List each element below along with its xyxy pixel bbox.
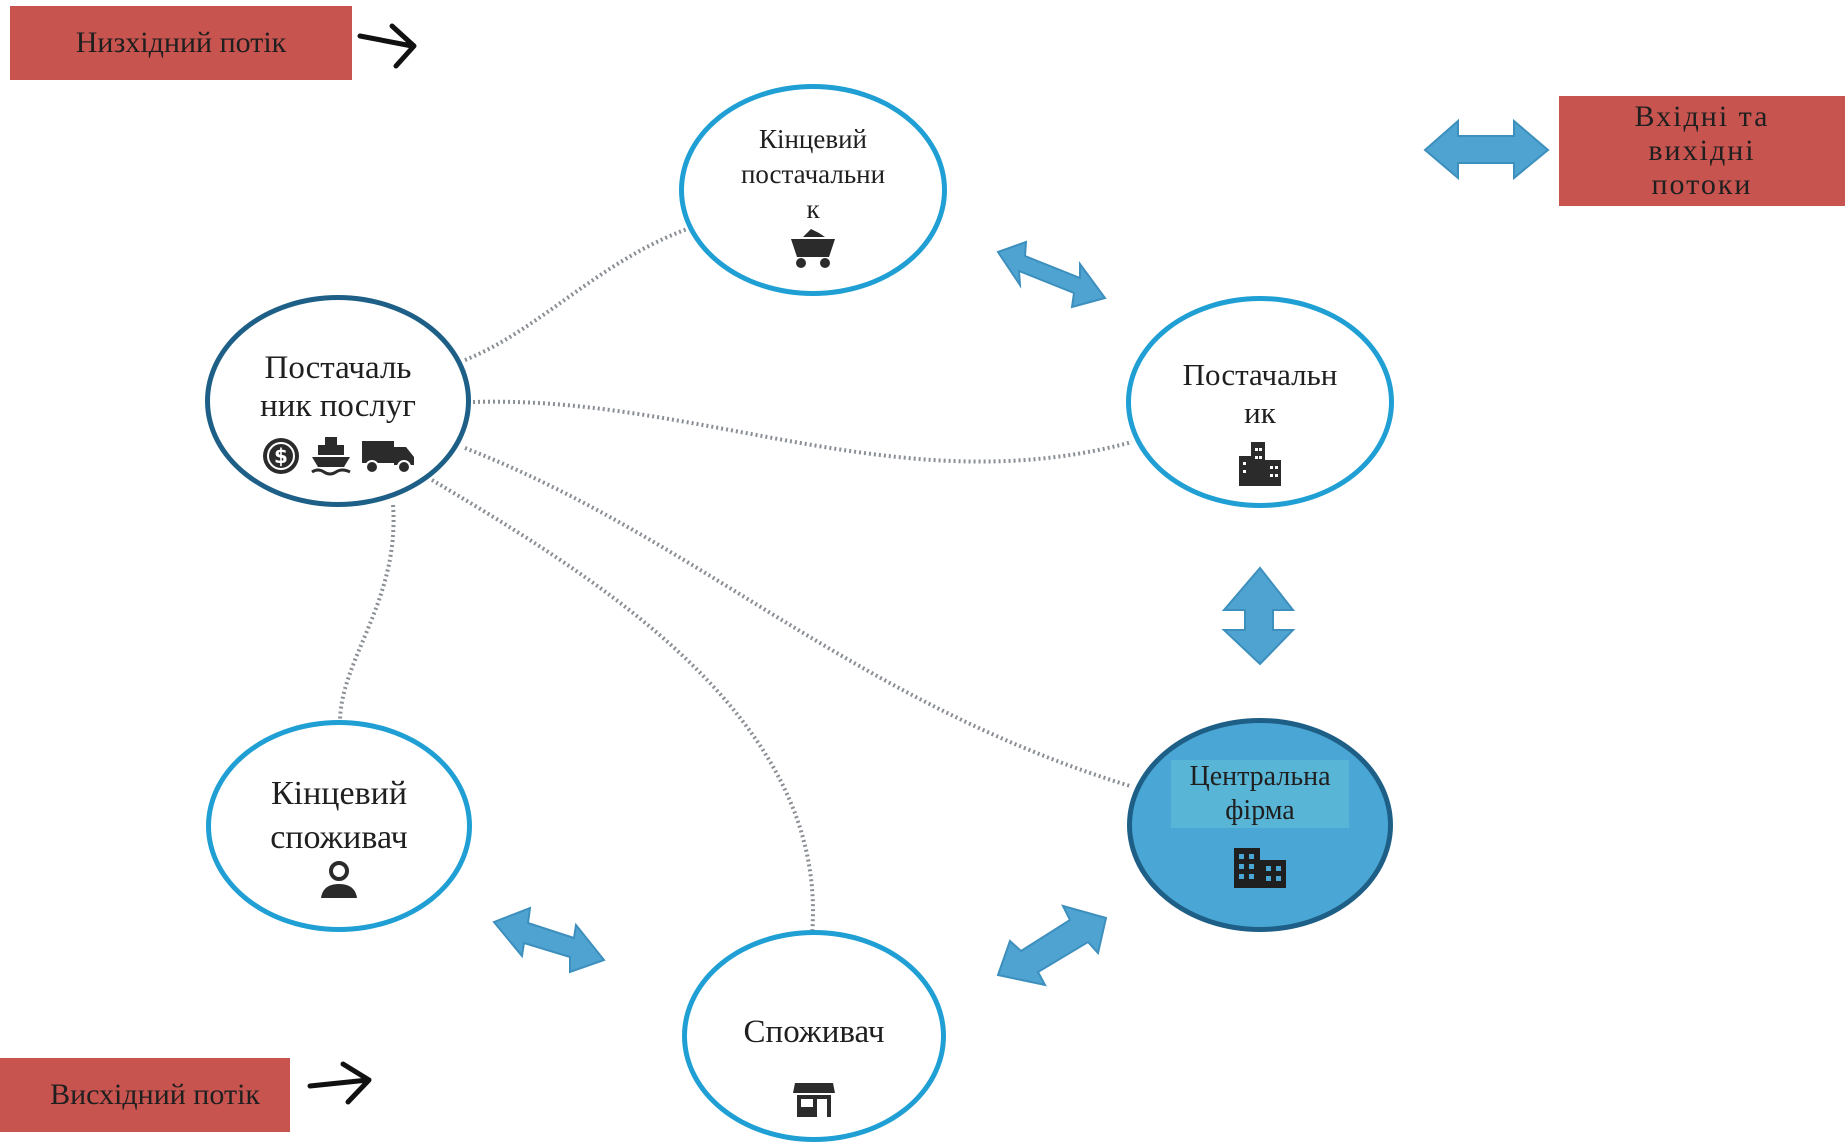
svg-text:$: $ (274, 444, 288, 468)
link-service-provider-end-supplier (464, 226, 691, 362)
buildings-icon (1239, 442, 1281, 486)
mine-cart-icon (791, 228, 835, 268)
link-service-provider-central-firm (464, 446, 1131, 788)
node-end-supplier: Кінцевий постачальни к (679, 84, 947, 296)
link-service-provider-end-consumer (338, 504, 396, 723)
dollar-coin-icon: $ (263, 438, 299, 474)
legend-upstream-flow: Висхідний потік (0, 1058, 290, 1132)
store-icon (793, 1082, 835, 1117)
node-end-supplier-label: Кінцевий постачальни к (740, 123, 886, 224)
legend-bidirectional-label: Вхідні та вихідні потоки (1634, 100, 1770, 201)
link-service-provider-consumer (430, 478, 815, 936)
truck-icon (362, 441, 414, 474)
flow-arrow-end-consumer-consumer (492, 906, 606, 974)
link-service-provider-supplier (472, 399, 1133, 464)
flow-arrow-central-firm-consumer (996, 904, 1108, 987)
node-service-provider: Постачаль ник послуг $ (205, 295, 471, 507)
flow-arrow-supplier-central-firm (1221, 566, 1296, 666)
node-consumer-label: Споживач (743, 1013, 885, 1050)
flow-arrow-end-supplier-supplier (996, 240, 1107, 309)
node-end-consumer: Кінцевий споживач (206, 720, 472, 932)
node-central-firm-label: Центральна фірма (1171, 760, 1349, 828)
ship-icon (311, 437, 351, 476)
legend-bidirectional-flows: Вхідні та вихідні потоки (1559, 96, 1845, 206)
office-building-icon (1234, 848, 1286, 888)
node-service-provider-label: Постачаль ник послуг (260, 350, 416, 424)
node-consumer: Споживач (682, 930, 946, 1142)
node-supplier: Постачальн ик (1126, 296, 1394, 508)
person-icon (321, 861, 357, 898)
legend-upstream-arrow (307, 1061, 372, 1105)
node-end-consumer-label: Кінцевий споживач (270, 775, 408, 856)
node-central-firm: Центральна фірма (1127, 718, 1393, 932)
node-supplier-label: Постачальн ик (1182, 357, 1338, 430)
legend-downstream-arrow (357, 23, 417, 69)
flow-arrow-legend (1423, 118, 1550, 181)
legend-downstream-label: Низхідний потік (75, 26, 287, 59)
legend-upstream-label: Висхідний потік (50, 1078, 260, 1111)
legend-downstream-flow: Низхідний потік (10, 6, 352, 80)
